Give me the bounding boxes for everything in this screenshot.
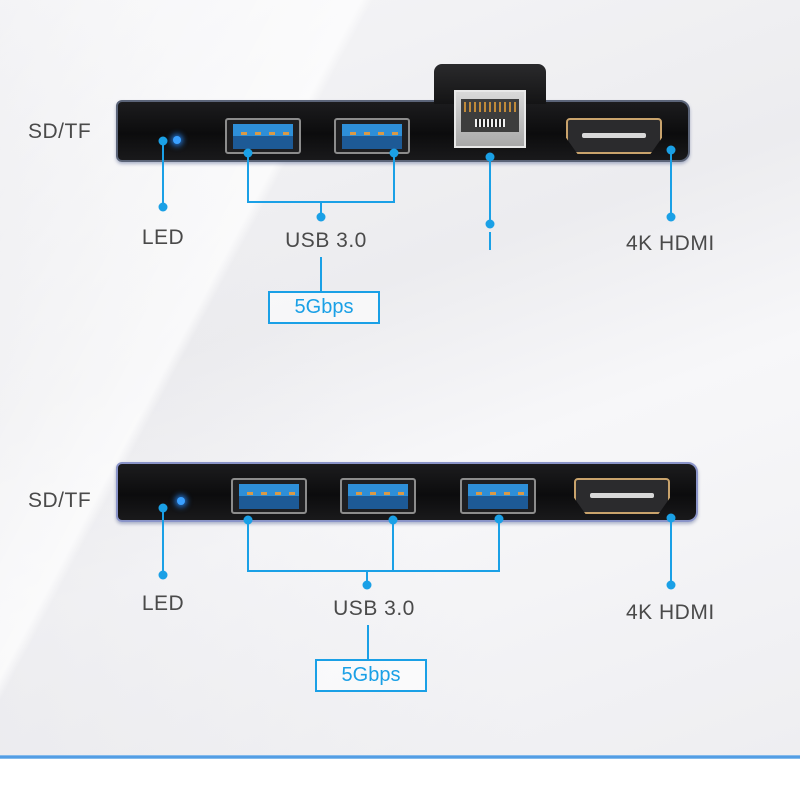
usb-callout-bracket bbox=[247, 570, 500, 572]
led-callout-dot bbox=[158, 570, 168, 580]
top-usb-speed-badge: 5Gbps bbox=[268, 291, 380, 324]
hdmi-callout-line bbox=[670, 150, 672, 217]
usb-port-icon bbox=[225, 118, 301, 154]
usb-callout-dot bbox=[362, 580, 372, 590]
usb-port-icon bbox=[340, 478, 416, 514]
top-hdmi-label: 4K HDMI bbox=[626, 232, 715, 255]
usb-speed-line bbox=[367, 625, 369, 661]
usb-port-icon bbox=[334, 118, 410, 154]
usb-port-icon bbox=[231, 478, 307, 514]
top-led-label: LED bbox=[141, 226, 185, 249]
usb-callout-line bbox=[320, 201, 322, 215]
bottom-divider bbox=[0, 755, 800, 759]
usb-callout-line bbox=[393, 153, 395, 202]
ethernet-callout-line bbox=[489, 232, 491, 250]
bottom-hdmi-label: 4K HDMI bbox=[626, 601, 715, 624]
usb-callout-line bbox=[392, 520, 394, 571]
hdmi-callout-dot bbox=[666, 212, 676, 222]
bottom-usb-speed-badge: 5Gbps bbox=[315, 659, 427, 692]
usb-callout-dot bbox=[316, 212, 326, 222]
bottom-sdtf-label: SD/TF bbox=[28, 489, 92, 512]
ethernet-port-icon bbox=[454, 90, 526, 148]
ethernet-callout-line bbox=[489, 157, 491, 224]
usb-port-icon bbox=[460, 478, 536, 514]
led-callout-line bbox=[162, 141, 164, 207]
top-usb-label: USB 3.0 bbox=[285, 229, 367, 252]
usb-callout-line bbox=[247, 153, 249, 202]
hdmi-port-icon bbox=[574, 478, 670, 514]
top-sdtf-label: SD/TF bbox=[28, 120, 92, 143]
bottom-usb-label: USB 3.0 bbox=[333, 597, 415, 620]
usb-callout-line bbox=[247, 520, 249, 571]
led-icon bbox=[177, 497, 185, 505]
bottom-led-label: LED bbox=[141, 592, 185, 615]
usb-callout-line bbox=[366, 570, 368, 582]
led-callout-line bbox=[162, 508, 164, 575]
led-callout-dot bbox=[158, 202, 168, 212]
led-icon bbox=[173, 136, 181, 144]
usb-callout-line bbox=[498, 519, 500, 571]
hdmi-port-icon bbox=[566, 118, 662, 154]
hdmi-callout-line bbox=[670, 518, 672, 585]
ethernet-callout-dot bbox=[485, 219, 495, 229]
hdmi-callout-dot bbox=[666, 580, 676, 590]
usb-speed-line bbox=[320, 257, 322, 293]
